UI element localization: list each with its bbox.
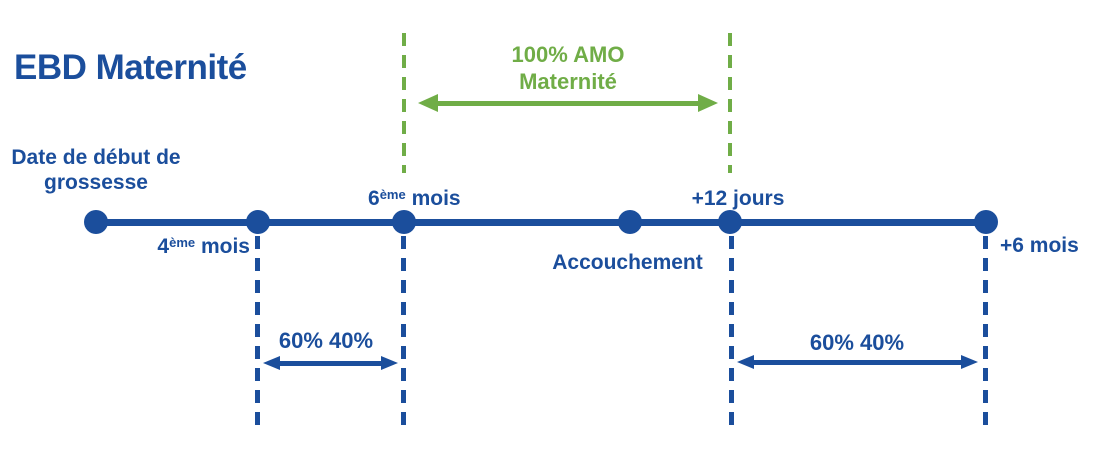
milestone-label-month6: 6ème mois: [368, 186, 461, 213]
arrow-left-head-icon: [737, 355, 754, 369]
milestone-label-plus12days: +12 jours: [691, 187, 785, 210]
milestone-label-month4: 4ème mois: [140, 234, 250, 261]
month6-superscript: ème: [379, 187, 406, 203]
arrow-left-head-icon: [418, 94, 438, 112]
split-right-end-dashed-line: [983, 236, 988, 428]
timeline-dot-start: [84, 210, 108, 234]
arrow-bar: [280, 360, 381, 366]
arrow-right-head-icon: [698, 94, 718, 112]
coverage-range-arrow: [418, 94, 718, 112]
arrow-bar: [754, 359, 961, 365]
timeline-dot-birth: [618, 210, 642, 234]
timeline-line: [94, 219, 988, 226]
split-left-end-dashed-line: [401, 236, 406, 428]
month4-word: mois: [195, 235, 250, 258]
timeline-dot-month4: [246, 210, 270, 234]
milestone-label-birth: Accouchement: [552, 251, 703, 274]
coverage-label: 100% AMO Maternité: [468, 41, 668, 95]
month6-number: 6: [368, 187, 380, 210]
split-range-arrow-left: [263, 356, 398, 370]
milestone-label-plus6months: +6 mois: [1000, 234, 1079, 257]
month4-number: 4: [157, 235, 170, 258]
timeline-dot-plus12: [718, 210, 742, 234]
arrow-left-head-icon: [263, 356, 280, 370]
split-right-start-dashed-line: [729, 236, 734, 428]
split-label-right: 60% 40%: [809, 330, 905, 355]
month4-superscript: ème: [169, 235, 196, 251]
timeline-dot-month6: [392, 210, 416, 234]
coverage-label-line1: 100% AMO: [511, 42, 625, 67]
coverage-start-dashed-line: [402, 33, 406, 173]
arrow-right-head-icon: [961, 355, 978, 369]
page-title: EBD Maternité: [14, 48, 247, 87]
arrow-bar: [438, 100, 698, 106]
split-label-left: 60% 40%: [278, 328, 374, 353]
month6-word: mois: [405, 187, 461, 210]
start-label-line2: grossesse: [44, 171, 148, 194]
start-label-line1: Date de début de: [11, 146, 181, 169]
coverage-label-line2: Maternité: [519, 69, 617, 94]
split-range-arrow-right: [737, 355, 978, 369]
arrow-right-head-icon: [381, 356, 398, 370]
milestone-label-start: Date de début de grossesse: [0, 145, 196, 195]
split-left-start-dashed-line: [255, 236, 260, 428]
timeline-dot-plus6: [974, 210, 998, 234]
coverage-end-dashed-line: [728, 33, 732, 173]
